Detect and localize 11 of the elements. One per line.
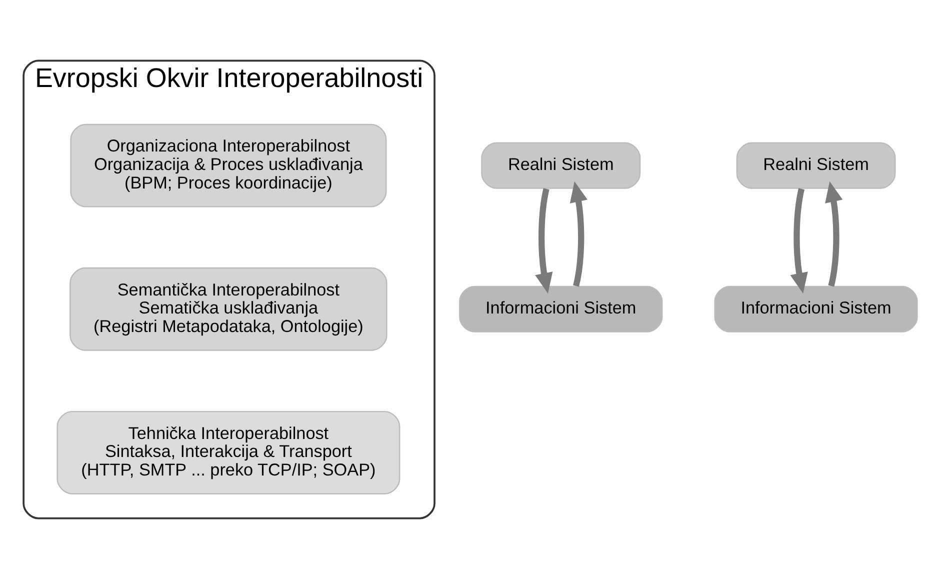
node-box: Realni Sistem xyxy=(481,142,641,188)
arrow xyxy=(790,188,808,294)
node-box: Tehnička Interoperabilnost Sintaksa, Interakcija & Transport (HTTP, SMTP ... preko TCP/IP; SOAP) xyxy=(56,410,400,494)
node-box: Semantička Interoperabilnost Sematička usklađivanja (Registri Metapodataka, Ontologije) xyxy=(70,266,388,350)
arrow xyxy=(825,180,843,286)
node-box: Organizaciona Interoperabilnost Organizacija & Proces usklađivanja (BPM; Proces koordinacije) xyxy=(70,123,387,207)
node-box: Informacioni Sistem xyxy=(459,285,663,332)
node-box: Informacioni Sistem xyxy=(714,285,918,332)
arrow xyxy=(535,188,553,294)
arrow xyxy=(570,180,588,286)
node-box: Realni Sistem xyxy=(736,142,896,188)
